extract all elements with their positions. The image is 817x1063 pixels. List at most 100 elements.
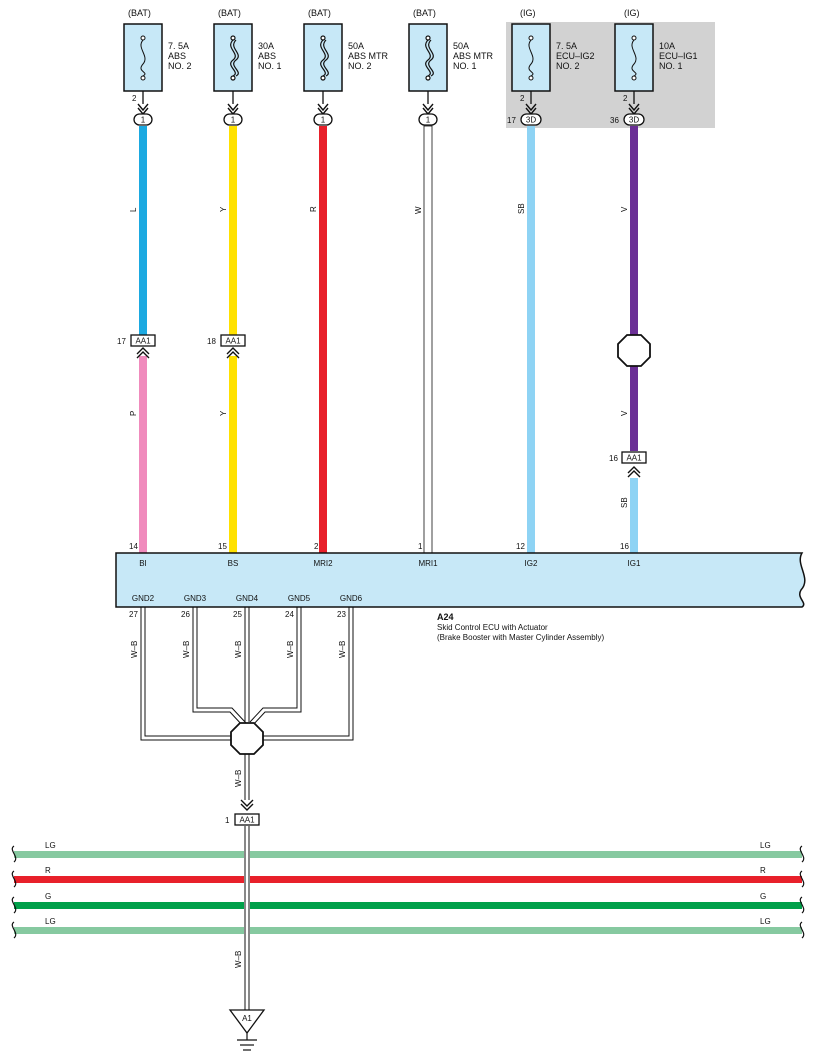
fuse-name: ABS MTR [453,51,494,61]
fuse-name: ECU–IG1 [659,51,698,61]
aa1-connector-17: AA1 17 [117,334,156,359]
supply-label: (BAT) [413,8,436,18]
fuse-name: ECU–IG2 [556,51,595,61]
ecu-terminal: IG1 [628,559,641,568]
fuse-name: ABS [168,51,186,61]
connector-label: AA1 [239,816,255,825]
connector-pin: 1 [225,816,230,825]
ecu-terminal: BS [228,559,239,568]
connector-label: 3D [526,116,536,125]
ecu-pin: 2 [314,542,319,551]
wire-label: W–B [234,770,243,787]
wire-label: V [620,410,629,416]
fuse-output-connectors: 1 1 1 1 3D 3D 2 2 2 17 36 [132,91,645,126]
fuse-number: NO. 2 [348,61,372,71]
ecu-terminal: GND3 [184,594,207,603]
ecu-terminal: GND5 [288,594,311,603]
ecu-terminal: GND6 [340,594,363,603]
ground-splice-point [230,722,264,755]
ecu-pin: 16 [620,542,629,551]
wire-label: Y [219,410,228,416]
fuse-icon [230,35,239,81]
fuse-number: NO. 1 [453,61,477,71]
fuse-4: (BAT) 50A ABS MTR NO. 1 [408,8,494,92]
wire-label: W–B [286,641,295,658]
ecu-terminal: MRI1 [418,559,438,568]
bus-lines: LG R G LG LG R G LG [11,841,805,939]
ecu-name: Skid Control ECU with Actuator [437,623,548,632]
fuse-6: (IG) 10A ECU–IG1 NO. 1 [614,8,698,92]
bus-label: LG [45,841,56,850]
ground-icon: A1 [228,1009,266,1051]
splice-point [617,334,651,367]
ecu-pin: 15 [218,542,227,551]
ecu-terminal: IG2 [525,559,538,568]
wire-label: P [129,411,138,416]
ecu-terminal: GND4 [236,594,259,603]
ground-trunk-over-bus [244,848,250,938]
wire-Y-upper [229,126,237,336]
fuse-number: NO. 1 [659,61,683,71]
wire-label: W–B [234,951,243,968]
fuse-2: (BAT) 30A ABS NO. 1 [213,8,282,92]
wire-SB-lower [630,478,638,553]
connector-pin: 16 [609,454,618,463]
bus-label: G [760,892,766,901]
connector-label: 1 [231,116,236,125]
fuse-icon [140,35,146,81]
supply-label: (BAT) [218,8,241,18]
fuse-pin: 2 [623,94,628,103]
ground-pin: 24 [285,610,294,619]
connector-pin: 18 [207,337,216,346]
fuse-pin: 2 [132,94,137,103]
fuse-rating: 50A [453,41,469,51]
fuse-number: NO. 2 [556,61,580,71]
ground-pin: 26 [181,610,190,619]
fuse-number: NO. 2 [168,61,192,71]
connector-label: 1 [141,116,146,125]
wire-V [630,126,638,451]
aa1-connector-18: AA1 18 [207,334,246,359]
bus-label: G [45,892,51,901]
ground-pin: 23 [337,610,346,619]
fuse-rating: 50A [348,41,364,51]
wire-label: Y [219,206,228,212]
wire-label: SB [517,203,526,214]
connector-label: AA1 [225,337,241,346]
supply-label: (BAT) [308,8,331,18]
wire-SB [527,126,535,553]
ecu-code: A24 [437,612,454,622]
wire-label: W [414,206,423,214]
wire-R [319,126,327,553]
fuse-name: ABS [258,51,276,61]
fuse-3: (BAT) 50A ABS MTR NO. 2 [303,8,389,92]
bus-label: R [45,866,51,875]
ground-arrow [240,799,254,811]
ecu-pin: 12 [516,542,525,551]
ecu-terminal: GND2 [132,594,155,603]
bus-label: LG [45,917,56,926]
connector-label: 1 [321,116,326,125]
wire-label: L [129,207,138,212]
aa1-connector-1: AA1 1 [225,813,260,826]
fuse-rating: 7. 5A [168,41,189,51]
connector-label: AA1 [626,454,642,463]
fuse-name: ABS MTR [348,51,389,61]
wire-label: SB [620,497,629,508]
ground-pin: 27 [129,610,138,619]
ground-labels: 27 26 25 24 23 W–B W–B W–B W–B W–B W–B W… [129,610,347,968]
wire-label: W–B [130,641,139,658]
fuse-rating: 30A [258,41,274,51]
aa1-connector-16: AA1 16 [609,451,647,478]
wire-P [139,356,147,553]
ecu-terminal: MRI2 [313,559,333,568]
ground-wires [140,607,354,1010]
fuse-icon [320,35,329,81]
ecu-subname: (Brake Booster with Master Cylinder Asse… [437,633,605,642]
wire-W [423,125,433,554]
ecu-block: 14 15 2 1 12 16 BI BS MRI2 MRI1 IG2 IG1 … [115,542,806,642]
supply-label: (IG) [520,8,536,18]
fuse-rating: 7. 5A [556,41,577,51]
ecu-terminal: BI [139,559,147,568]
